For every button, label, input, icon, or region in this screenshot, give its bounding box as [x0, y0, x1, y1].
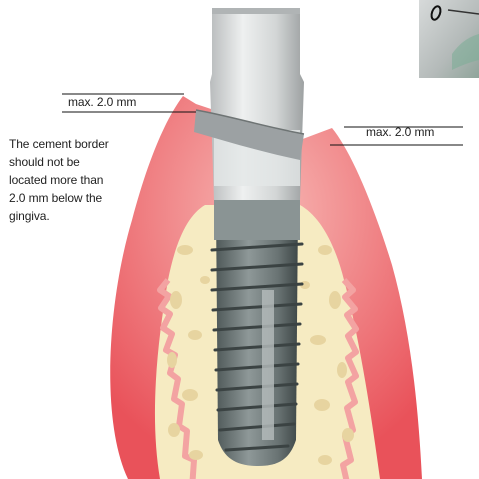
cement-border-note: The cement border should not be located …	[9, 135, 127, 225]
inset-photo	[419, 0, 479, 78]
note-line: located more than	[9, 171, 127, 189]
note-line: gingiva.	[9, 207, 127, 225]
implant-collar	[214, 200, 300, 240]
note-line: should not be	[9, 153, 127, 171]
implant-groove	[262, 290, 274, 440]
left-measurement-label: max. 2.0 mm	[68, 95, 136, 109]
right-measurement-label: max. 2.0 mm	[366, 125, 434, 139]
note-line: 2.0 mm below the	[9, 189, 127, 207]
note-line: The cement border	[9, 135, 127, 153]
